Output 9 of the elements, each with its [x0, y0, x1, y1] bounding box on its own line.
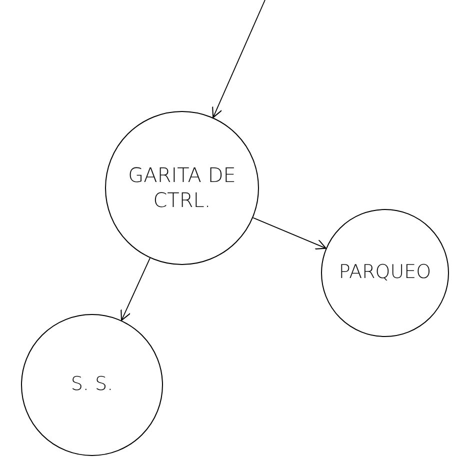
arrow [212, 0, 266, 118]
node-label: GARITA DE CTRL. [127, 163, 237, 213]
circle-node [21, 314, 163, 456]
node-label: S. S. [70, 373, 114, 397]
arrow [252, 217, 326, 250]
circle-node [321, 209, 449, 337]
circle-node [105, 111, 259, 265]
arrow [120, 258, 150, 321]
node-label: PARQUEO [338, 261, 432, 285]
